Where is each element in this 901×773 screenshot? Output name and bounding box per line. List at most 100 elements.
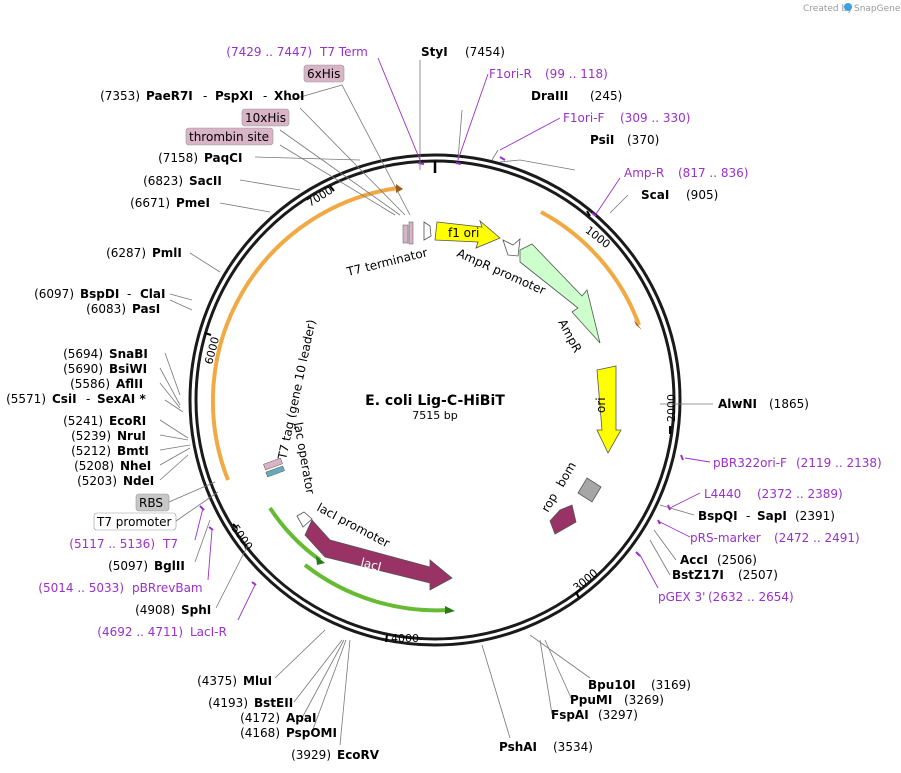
primer-pbrrevbam-pos: (5014 .. 5033) (38, 581, 124, 595)
snapgene-logo-icon (844, 3, 852, 11)
t7-promoter-box (93, 512, 177, 531)
site-sapi-pos: (2391) (795, 509, 835, 523)
green-arc-small (268, 506, 322, 562)
site-scai-pos: (905) (686, 188, 718, 202)
site-pspomi-name: PspOMI (286, 726, 337, 740)
site-nhei-name: NheI (120, 459, 151, 473)
primer-pgex3-name: pGEX 3' (658, 590, 705, 604)
ori-label: ori (594, 397, 608, 413)
site-pasi-name: PasI (132, 302, 160, 316)
site-ecori-pos: (5241) (63, 414, 103, 428)
primer-t7-name: T7 (162, 537, 178, 551)
site-sacii-pos: (6823) (143, 174, 183, 188)
site-aflii-pos: (5586) (70, 377, 110, 391)
site-bglii-pos: (5097) (108, 559, 148, 573)
tick-label-4000: 4000 (391, 632, 419, 645)
primer-f1ori-r-name: F1ori-R (489, 67, 532, 81)
site-apai-name: ApaI (286, 711, 316, 725)
site-pshai-name: PshAI (499, 740, 537, 754)
site-acci-name: AccI (680, 553, 708, 567)
primer-ampr-name: Amp-R (624, 166, 664, 180)
site-fspai-pos: (3297) (598, 708, 638, 722)
laci-label: lacI (359, 555, 383, 574)
primer-t7term-name: T7 Term (319, 45, 368, 59)
bom-label: bom (553, 459, 578, 489)
rbs-box (135, 493, 170, 512)
f1-ori-label: f1 ori (448, 226, 479, 240)
site-ecori-name: EcoRI (109, 414, 146, 428)
site-paqci-pos: (7158) (158, 151, 198, 165)
6xhis-box (303, 64, 345, 83)
site-draiii-pos: (245) (590, 89, 622, 103)
thrombin-feature (408, 221, 414, 245)
site-pspomi-pos: (4168) (240, 726, 280, 740)
primer-f1ori-f-pos: (309 .. 330) (620, 111, 690, 125)
green-arc-small-head (316, 556, 325, 565)
site-paqci-name: PaqCI (204, 151, 242, 165)
site-bspdi-name: BspDI (80, 287, 119, 301)
site-paer7i-sep: - (203, 89, 207, 103)
site-draiii-name: DraIII (531, 89, 568, 103)
site-csii-name: CsiI (52, 392, 77, 406)
orange-arc-right (540, 210, 641, 326)
site-ppumi-name: PpuMI (570, 693, 612, 707)
site-pmei-name: PmeI (176, 196, 210, 210)
site-snabi-pos: (5694) (63, 347, 103, 361)
site-styi-pos: (7454) (465, 45, 505, 59)
primer-t7-pos: (5117 .. 5136) (69, 537, 155, 551)
site-mlui-pos: (4375) (197, 674, 237, 688)
primer-l4440-name: L4440 (704, 487, 741, 501)
site-sexai-name: SexAI * (97, 392, 146, 406)
orange-arc-left-head (396, 184, 403, 193)
primer-l4440-pos: (2372 .. 2389) (757, 487, 843, 501)
10xhis-label: 10xHis (245, 111, 286, 125)
site-alwni-name: AlwNI (718, 397, 757, 411)
site-fspai-name: FspAI (551, 708, 589, 722)
site-sapi-name: SapI (757, 509, 787, 523)
thrombin-site-box (185, 127, 274, 146)
site-bsiwi-pos: (5690) (63, 362, 103, 376)
site-bspqi-name: BspQI (698, 509, 738, 523)
site-xhoi-name: XhoI (274, 89, 305, 103)
site-csii-sep: - (86, 392, 90, 406)
rbs-leader (168, 481, 216, 503)
site-pasi-pos: (6083) (86, 302, 126, 316)
plasmid-length: 7515 bp (412, 409, 457, 422)
primer-pgex3-pos: (2632 .. 2654) (708, 590, 794, 604)
primer-f1ori-r-pos: (99 .. 118) (545, 67, 608, 81)
site-paer7i-name: PaeR7I (146, 89, 193, 103)
ampr-label: AmpR (555, 317, 584, 355)
plasmid-name: E. coli Lig-C-HiBiT (365, 393, 505, 409)
primer-markers (199, 156, 684, 586)
site-aflii-name: AflII (116, 377, 143, 391)
site-bsteii-name: BstEII (254, 696, 293, 710)
site-alwni-pos: (1865) (769, 397, 809, 411)
6xhis-label: 6xHis (307, 67, 340, 81)
site-bpu10i-pos: (3169) (651, 678, 691, 692)
site-pmli-pos: (6287) (106, 246, 146, 260)
t7-promoter-label: T7 promoter (96, 515, 172, 529)
primer-laci-r-pos: (4692 .. 4711) (97, 625, 183, 639)
t7-promoter-leader (175, 491, 219, 522)
site-bstz17i-name: BstZ17I (672, 568, 724, 582)
site-styi-name: StyI (421, 45, 448, 59)
t7-promoter-feature (263, 457, 283, 471)
primer-f1ori-f-name: F1ori-F (563, 111, 604, 125)
primer-t7term-pos: (7429 .. 7447) (226, 45, 312, 59)
leader-lines (159, 60, 713, 746)
orange-arc-right-head (634, 320, 642, 330)
his-tag-feature (402, 224, 409, 244)
bom-box (577, 477, 602, 503)
backbone-outer-ring (188, 153, 682, 647)
t7-terminator-arrow (423, 221, 432, 241)
green-arc-large-head (445, 606, 455, 614)
site-bmti-name: BmtI (117, 444, 149, 458)
laci-promoter-arrow (296, 511, 313, 528)
site-paer7i-pos: (7353) (100, 89, 140, 103)
site-acci-pos: (2506) (717, 553, 757, 567)
site-nrui-name: NruI (117, 429, 146, 443)
site-nrui-pos: (5239) (71, 429, 111, 443)
primer-pbrrevbam-name: pBRrevBam (132, 581, 203, 595)
rop-label: rop (538, 490, 560, 514)
